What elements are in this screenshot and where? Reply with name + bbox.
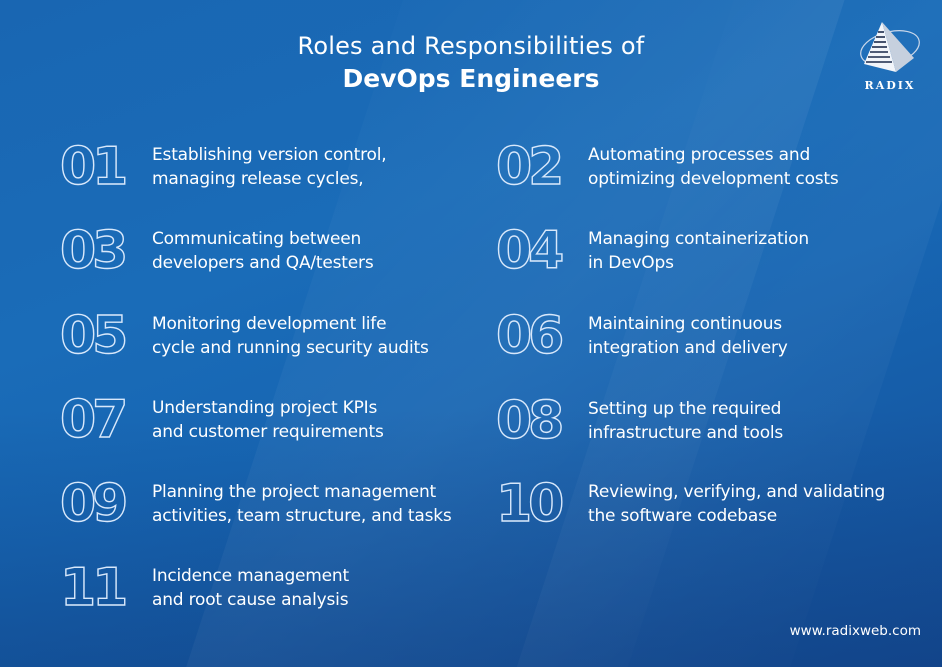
item-number: 05: [59, 305, 129, 366]
item-line-2: and root cause analysis: [152, 590, 349, 610]
item-line-2: and customer requirements: [152, 422, 384, 442]
list-item: 06 Maintaining continuous integration an…: [495, 305, 788, 366]
item-description: Planning the project management activiti…: [152, 480, 452, 528]
item-number: 08: [495, 390, 565, 451]
item-line-2: managing release cycles,: [152, 169, 364, 189]
item-line-1: Setting up the required: [588, 399, 782, 419]
page-title: Roles and Responsibilities of DevOps Eng…: [0, 30, 942, 96]
list-item: 02 Automating processes and optimizing d…: [495, 136, 839, 197]
list-item: 03 Communicating between developers and …: [59, 220, 374, 281]
item-line-2: the software codebase: [588, 506, 778, 526]
item-description: Monitoring development life cycle and ru…: [152, 312, 429, 360]
item-description: Automating processes and optimizing deve…: [588, 143, 839, 191]
logo-brand-text: RADIX: [864, 79, 916, 92]
item-number: 01: [59, 136, 129, 197]
list-item: 07 Understanding project KPIs and custom…: [59, 389, 384, 450]
item-line-1: Planning the project management: [152, 482, 437, 502]
item-number: 02: [495, 136, 565, 197]
item-line-1: Establishing version control,: [152, 145, 387, 165]
item-line-2: cycle and running security audits: [152, 338, 429, 358]
radix-logo: RADIX: [852, 18, 928, 92]
list-item: 08 Setting up the required infrastructur…: [495, 390, 783, 451]
item-number: 06: [495, 305, 565, 366]
item-number: 11: [59, 557, 129, 618]
item-line-2: integration and delivery: [588, 338, 788, 358]
item-description: Managing containerization in DevOps: [588, 227, 809, 275]
pyramid-logo-icon: [860, 22, 920, 72]
item-description: Incidence management and root cause anal…: [152, 564, 349, 612]
item-number: 07: [59, 389, 129, 450]
list-item: 09 Planning the project management activ…: [59, 473, 452, 534]
item-description: Reviewing, verifying, and validating the…: [588, 480, 885, 528]
item-line-2: optimizing development costs: [588, 169, 839, 189]
list-item: 01 Establishing version control, managin…: [59, 136, 387, 197]
item-line-1: Communicating between: [152, 229, 362, 249]
item-description: Communicating between developers and QA/…: [152, 227, 374, 275]
item-line-1: Reviewing, verifying, and validating: [588, 482, 886, 502]
item-description: Establishing version control, managing r…: [152, 143, 387, 191]
item-line-2: activities, team structure, and tasks: [152, 506, 452, 526]
item-line-2: infrastructure and tools: [588, 423, 784, 443]
item-line-2: in DevOps: [588, 253, 674, 273]
item-description: Understanding project KPIs and customer …: [152, 396, 384, 444]
item-line-1: Managing containerization: [588, 229, 809, 249]
item-number: 03: [59, 220, 129, 281]
item-line-1: Monitoring development life: [152, 314, 387, 334]
item-line-1: Maintaining continuous: [588, 314, 782, 334]
item-description: Setting up the required infrastructure a…: [588, 397, 783, 445]
website-url: www.radixweb.com: [789, 623, 921, 639]
item-line-1: Automating processes and: [588, 145, 811, 165]
item-line-2: developers and QA/testers: [152, 253, 374, 273]
list-item: 04 Managing containerization in DevOps: [495, 220, 809, 281]
item-number: 09: [59, 473, 129, 534]
list-item: 05 Monitoring development life cycle and…: [59, 305, 429, 366]
item-number: 04: [495, 220, 565, 281]
list-item: 11 Incidence management and root cause a…: [59, 557, 349, 618]
title-line-2: DevOps Engineers: [342, 64, 600, 93]
item-number: 10: [495, 473, 565, 534]
title-line-1: Roles and Responsibilities of: [297, 32, 645, 60]
item-description: Maintaining continuous integration and d…: [588, 312, 788, 360]
list-item: 10 Reviewing, verifying, and validating …: [495, 473, 885, 534]
item-line-1: Incidence management: [152, 566, 349, 586]
item-line-1: Understanding project KPIs: [152, 398, 378, 418]
